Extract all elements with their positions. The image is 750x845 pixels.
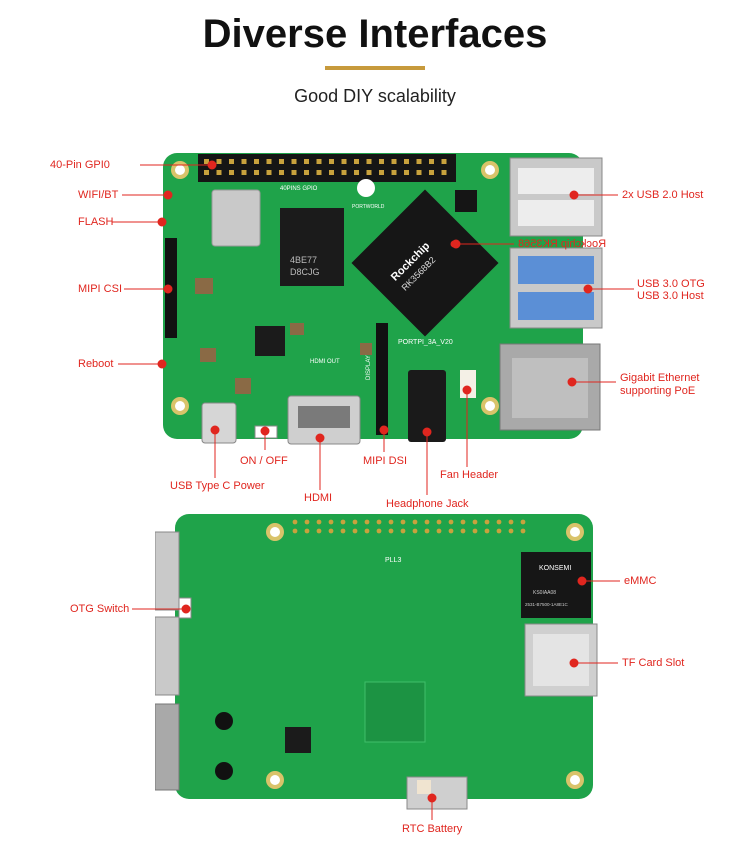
silk-emmc-code: KS0IAA08 <box>533 590 556 596</box>
label-emmc: eMMC <box>624 575 657 587</box>
label-mipi-dsi: MIPI DSI <box>363 455 408 467</box>
label-reboot: Reboot <box>78 358 114 370</box>
bottom-board-image: KONSEMI KS0IAA08 2531-B7500-1A8E1C PLL3 <box>155 514 598 810</box>
wifi-module <box>211 189 261 247</box>
label-on-off: ON / OFF <box>240 455 288 467</box>
silk-display: DISPLAY <box>366 355 372 380</box>
bottom-chip <box>285 727 311 753</box>
label-mipi-csi: MIPI CSI <box>78 283 123 295</box>
label-otg-switch: OTG Switch <box>70 603 130 615</box>
misc-components <box>195 278 372 394</box>
label-ethernet: Gigabit Ethernet <box>620 372 700 384</box>
usb-c-port <box>201 402 237 444</box>
small-header <box>455 190 477 212</box>
bottom-leader-lines <box>132 576 620 820</box>
label-gpio: 40-Pin GPI0 <box>50 159 110 171</box>
silk-model: PORTPI_3A_V20 <box>398 339 453 346</box>
label-usb2: 2x USB 2.0 Host <box>622 189 704 201</box>
label-fan-header: Fan Header <box>440 469 499 481</box>
silk-ram-2: D8CJG <box>290 267 320 277</box>
silk-hdmi-out: HDMI OUT <box>310 359 340 365</box>
label-flash: FLASH <box>78 216 114 228</box>
silk-gpio: 40PINS GPIO <box>280 186 318 192</box>
label-poe: supporting PoE <box>620 385 696 397</box>
dsi-connector <box>376 323 388 435</box>
gpio-header <box>198 154 456 182</box>
label-rockchip: Rockchip RK3568 <box>518 238 607 250</box>
title-underline <box>325 66 425 70</box>
ram-chip <box>280 208 344 286</box>
audio-jack <box>408 370 446 442</box>
pmic-chip <box>255 326 285 356</box>
top-pcb <box>163 153 583 439</box>
label-usb3-host: USB 3.0 Host <box>637 290 704 302</box>
silk-emmc-brand: KONSEMI <box>539 565 571 572</box>
label-rtc-battery: RTC Battery <box>402 823 463 835</box>
bottom-ethernet <box>155 703 180 791</box>
silk-ram-1: 4BE77 <box>290 255 317 265</box>
top-board-image: 40PINS GPIO 4BE77 D8CJG PORTWORLD Rockch… <box>163 153 603 445</box>
bottom-usb3 <box>155 616 180 696</box>
bottom-usb2 <box>155 531 180 611</box>
top-leader-lines <box>112 160 634 495</box>
bottom-pcb <box>175 514 593 799</box>
silk-pll: PLL3 <box>385 557 401 564</box>
label-usb3-otg: USB 3.0 OTG <box>637 278 705 290</box>
label-usb-c: USB Type C Power <box>170 480 265 492</box>
label-tf-card: TF Card Slot <box>622 657 685 669</box>
label-headphone: Headphone Jack <box>386 498 469 510</box>
brand-logo <box>357 179 375 197</box>
page-subtitle: Good DIY scalability <box>294 86 456 106</box>
label-hdmi: HDMI <box>304 492 333 504</box>
silk-emmc-code-2: 2531-B7500-1A8E1C <box>525 602 569 607</box>
mounting-holes <box>171 161 499 415</box>
emmc-chip <box>521 552 591 618</box>
label-wifi-bt: WIFI/BT <box>78 189 119 201</box>
silk-brand: PORTWORLD <box>352 204 385 210</box>
page-title: Diverse Interfaces <box>202 12 548 56</box>
